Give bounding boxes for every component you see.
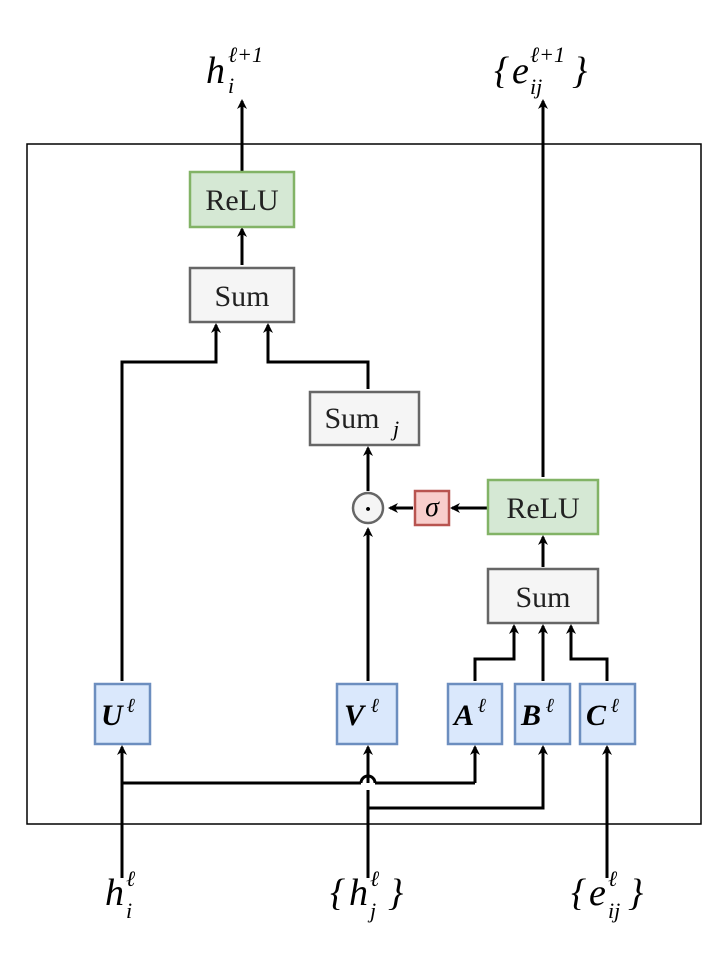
svg-text:ℓ+1: ℓ+1	[228, 42, 263, 67]
output-node-feature: h ℓ+1 i	[206, 42, 263, 98]
svg-text:}: }	[388, 872, 403, 914]
sum-right-box: Sum	[486, 567, 600, 625]
svg-text:h: h	[105, 872, 124, 914]
svg-text:{: {	[494, 50, 509, 92]
c-weight-box: C ℓ	[578, 682, 637, 746]
svg-text:j: j	[367, 898, 376, 923]
svg-text:ℓ: ℓ	[370, 866, 380, 891]
sum-j-box: Sum j	[308, 390, 421, 447]
u-weight-box: U ℓ	[93, 682, 152, 746]
svg-text:i: i	[126, 898, 132, 923]
svg-text:B: B	[520, 699, 541, 732]
svg-text:}: }	[628, 872, 643, 914]
svg-text:e: e	[589, 872, 606, 914]
layer-frame	[26, 143, 702, 825]
sum-top-box: Sum	[188, 266, 296, 324]
svg-text:·: ·	[362, 491, 373, 528]
svg-text:e: e	[512, 50, 529, 92]
relu-top-box: ReLU	[188, 170, 296, 229]
svg-text:{: {	[330, 872, 345, 914]
svg-text:Sum: Sum	[324, 402, 379, 435]
svg-text:i: i	[228, 73, 234, 98]
a-weight-box: A ℓ	[446, 682, 504, 746]
svg-text:ij: ij	[530, 74, 542, 99]
svg-text:ℓ: ℓ	[127, 695, 136, 717]
svg-text:ℓ+1: ℓ+1	[530, 42, 565, 67]
svg-text:σ: σ	[425, 492, 440, 523]
svg-text:ij: ij	[608, 898, 620, 923]
svg-text:ℓ: ℓ	[371, 695, 380, 717]
svg-text:}: }	[572, 50, 587, 92]
relu-right-box: ReLU	[486, 478, 600, 536]
svg-text:V: V	[344, 699, 367, 732]
svg-text:ℓ: ℓ	[611, 695, 620, 717]
svg-text:ReLU: ReLU	[506, 492, 580, 525]
svg-text:ReLU: ReLU	[205, 184, 279, 217]
input-neighbor-features: { h ℓ j }	[330, 866, 403, 923]
svg-text:C: C	[586, 699, 607, 732]
output-edge-feature: { e ℓ+1 ij }	[494, 42, 587, 99]
connections	[117, 99, 612, 878]
sigma-box: σ	[413, 489, 451, 527]
svg-text:{: {	[571, 872, 586, 914]
svg-text:Sum: Sum	[515, 581, 570, 614]
svg-text:h: h	[206, 50, 225, 92]
svg-text:h: h	[349, 872, 368, 914]
svg-text:U: U	[101, 699, 124, 732]
svg-text:Sum: Sum	[214, 280, 269, 313]
svg-text:ℓ: ℓ	[608, 866, 618, 891]
input-node-feature: h ℓ i	[105, 866, 136, 923]
svg-text:ℓ: ℓ	[126, 866, 136, 891]
svg-text:ℓ: ℓ	[478, 695, 487, 717]
svg-text:j: j	[390, 416, 399, 441]
svg-text:ℓ: ℓ	[546, 695, 555, 717]
odot-node: ·	[351, 491, 385, 528]
svg-text:A: A	[452, 699, 474, 732]
input-edge-features: { e ℓ ij }	[571, 866, 643, 923]
v-weight-box: V ℓ	[335, 682, 399, 746]
b-weight-box: B ℓ	[513, 682, 572, 746]
